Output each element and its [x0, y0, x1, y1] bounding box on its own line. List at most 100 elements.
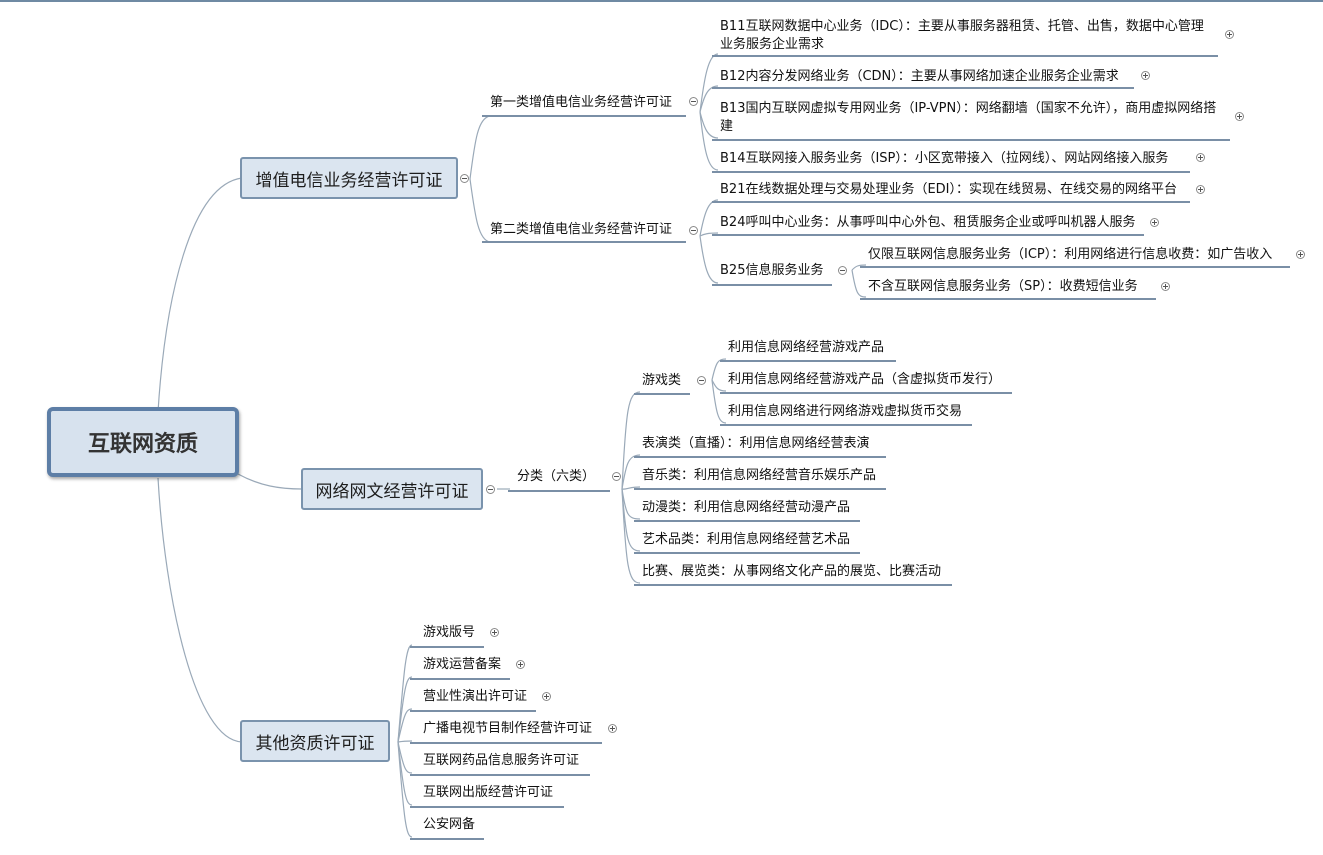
top-border: [0, 0, 1323, 2]
connector-category-contest: [621, 488, 641, 584]
node-b12[interactable]: B12内容分发网络业务（CDN）：主要从事网络加速企业服务企业需求: [720, 68, 1119, 86]
connector-branch3-o5: [397, 741, 413, 774]
b12-label: B12内容分发网络业务（CDN）：主要从事网络加速企业服务企业需求: [720, 69, 1119, 84]
expand-icon[interactable]: [1150, 218, 1159, 227]
collapse-icon[interactable]: [689, 97, 698, 106]
other-3-label: 营业性演出许可证: [423, 689, 528, 704]
node-other-2[interactable]: 游戏运营备案: [423, 656, 501, 674]
node-other-6[interactable]: 互联网出版经营许可证: [423, 784, 553, 802]
collapse-icon[interactable]: [612, 472, 621, 481]
game-1-label: 利用信息网络经营游戏产品: [728, 340, 885, 355]
node-category[interactable]: 分类（六类）: [517, 468, 595, 486]
collapse-icon[interactable]: [460, 174, 469, 183]
connector-category-music: [621, 486, 641, 490]
node-b25[interactable]: B25信息服务业务: [720, 262, 823, 280]
class2-label: 第二类增值电信业务经营许可证: [490, 222, 673, 237]
node-other-7[interactable]: 公安网备: [423, 816, 475, 834]
other-2-label: 游戏运营备案: [423, 657, 502, 672]
root-node[interactable]: 互联网资质: [47, 407, 239, 477]
connector-class2-b21: [699, 199, 719, 237]
collapse-icon[interactable]: [689, 226, 698, 235]
node-other-4[interactable]: 广播电视节目制作经营许可证: [423, 720, 592, 738]
expand-icon[interactable]: [1161, 282, 1170, 291]
connector-class2-b24: [699, 232, 719, 237]
connector-branch3-o3: [397, 708, 413, 743]
games-label: 游戏类: [642, 373, 682, 388]
node-b11[interactable]: B11互联网数据中心业务（IDC）：主要从事服务器租赁、托管、出售，数据中心管理…: [720, 18, 1216, 54]
connector-class2-b25: [699, 235, 719, 284]
branch-telecom-license[interactable]: 增值电信业务经营许可证: [240, 157, 458, 199]
node-anime[interactable]: 动漫类：利用信息网络经营动漫产品: [642, 499, 850, 517]
expand-icon[interactable]: [1196, 153, 1205, 162]
collapse-icon[interactable]: [486, 485, 495, 494]
expand-icon[interactable]: [1235, 112, 1244, 121]
node-sp[interactable]: 不含互联网信息服务业务（SP）：收费短信业务: [868, 278, 1138, 296]
connector-branch1-class2: [469, 178, 491, 243]
node-games[interactable]: 游戏类: [642, 372, 681, 390]
node-icp[interactable]: 仅限互联网信息服务业务（ICP）：利用网络进行信息收费：如广告收入: [868, 246, 1272, 264]
expand-icon[interactable]: [1296, 250, 1305, 259]
collapse-icon[interactable]: [697, 376, 706, 385]
node-b21[interactable]: B21在线数据处理与交易处理业务（EDI）：实现在线贸易、在线交易的网络平台: [720, 181, 1177, 199]
branch-other-license[interactable]: 其他资质许可证: [240, 720, 390, 762]
node-other-5[interactable]: 互联网药品信息服务许可证: [423, 752, 579, 770]
contest-label: 比赛、展览类：从事网络文化产品的展览、比赛活动: [642, 564, 942, 579]
expand-icon[interactable]: [542, 692, 551, 701]
expand-icon[interactable]: [1141, 71, 1150, 80]
music-label: 音乐类：利用信息网络经营音乐娱乐产品: [642, 468, 877, 483]
anime-label: 动漫类：利用信息网络经营动漫产品: [642, 500, 851, 515]
connector-category-show: [621, 454, 641, 490]
other-6-label: 互联网出版经营许可证: [423, 785, 554, 800]
node-other-1[interactable]: 游戏版号: [423, 624, 475, 642]
category-label: 分类（六类）: [517, 469, 596, 484]
node-b13[interactable]: B13国内互联网虚拟专用网业务（IP-VPN）：网络翻墙（国家不允许），商用虚拟…: [720, 100, 1226, 136]
node-b24[interactable]: B24呼叫中心业务：从事呼叫中心外包、租赁服务企业或呼叫机器人服务: [720, 214, 1135, 232]
art-label: 艺术品类：利用信息网络经营艺术品: [642, 532, 851, 547]
branch-culture-license[interactable]: 网络网文经营许可证: [301, 468, 483, 510]
connector-games-g2: [711, 379, 727, 392]
connector-branch3-o2: [397, 676, 413, 743]
node-class2[interactable]: 第二类增值电信业务经营许可证: [490, 221, 672, 239]
other-4-label: 广播电视节目制作经营许可证: [423, 721, 593, 736]
node-game-3[interactable]: 利用信息网络进行网络游戏虚拟货币交易: [728, 403, 962, 421]
node-class1[interactable]: 第一类增值电信业务经营许可证: [490, 94, 672, 112]
other-7-label: 公安网备: [423, 817, 476, 832]
node-game-1[interactable]: 利用信息网络经营游戏产品: [728, 339, 884, 357]
connector-b25-icp: [851, 264, 867, 271]
expand-icon[interactable]: [516, 660, 525, 669]
b11-label: B11互联网数据中心业务（IDC）：主要从事服务器租赁、托管、出售，数据中心管理…: [720, 19, 1204, 52]
expand-icon[interactable]: [490, 628, 499, 637]
b21-label: B21在线数据处理与交易处理业务（EDI）：实现在线贸易、在线交易的网络平台: [720, 182, 1178, 197]
class1-label: 第一类增值电信业务经营许可证: [490, 95, 673, 110]
branch-other-label: 其他资质许可证: [255, 733, 375, 754]
node-contest[interactable]: 比赛、展览类：从事网络文化产品的展览、比赛活动: [642, 563, 941, 581]
b25-label: B25信息服务业务: [720, 263, 824, 278]
game-3-label: 利用信息网络进行网络游戏虚拟货币交易: [728, 404, 963, 419]
game-2-label: 利用信息网络经营游戏产品（含虚拟货币发行）: [728, 372, 1002, 387]
node-game-2[interactable]: 利用信息网络经营游戏产品（含虚拟货币发行）: [728, 371, 1001, 389]
other-5-label: 互联网药品信息服务许可证: [423, 753, 580, 768]
connector-class1-b14: [699, 111, 719, 171]
connector-branch3-o4: [397, 740, 413, 743]
expand-icon[interactable]: [1196, 185, 1205, 194]
node-other-3[interactable]: 营业性演出许可证: [423, 688, 527, 706]
connector-class1-b12: [699, 85, 719, 113]
connector-class1-b11: [699, 53, 719, 113]
node-music[interactable]: 音乐类：利用信息网络经营音乐娱乐产品: [642, 467, 876, 485]
b14-label: B14互联网接入服务业务（ISP）：小区宽带接入（拉网线）、网站网络接入服务: [720, 151, 1169, 166]
expand-icon[interactable]: [608, 724, 617, 733]
node-art[interactable]: 艺术品类：利用信息网络经营艺术品: [642, 531, 850, 549]
branch-telecom-label: 增值电信业务经营许可证: [255, 170, 443, 191]
connector-games-g3: [711, 379, 727, 424]
collapse-icon[interactable]: [838, 266, 847, 275]
b13-label: B13国内互联网虚拟专用网业务（IP-VPN）：网络翻墙（国家不允许），商用虚拟…: [720, 101, 1217, 134]
node-b14[interactable]: B14互联网接入服务业务（ISP）：小区宽带接入（拉网线）、网站网络接入服务: [720, 150, 1168, 168]
connector-root-branch1: [157, 177, 243, 413]
expand-icon[interactable]: [1225, 30, 1234, 39]
connector-games-g1: [711, 358, 727, 381]
branch-culture-label: 网络网文经营许可证: [315, 481, 469, 502]
node-show[interactable]: 表演类（直播）：利用信息网络经营表演: [642, 435, 870, 453]
connector-root-branch3: [157, 477, 243, 743]
